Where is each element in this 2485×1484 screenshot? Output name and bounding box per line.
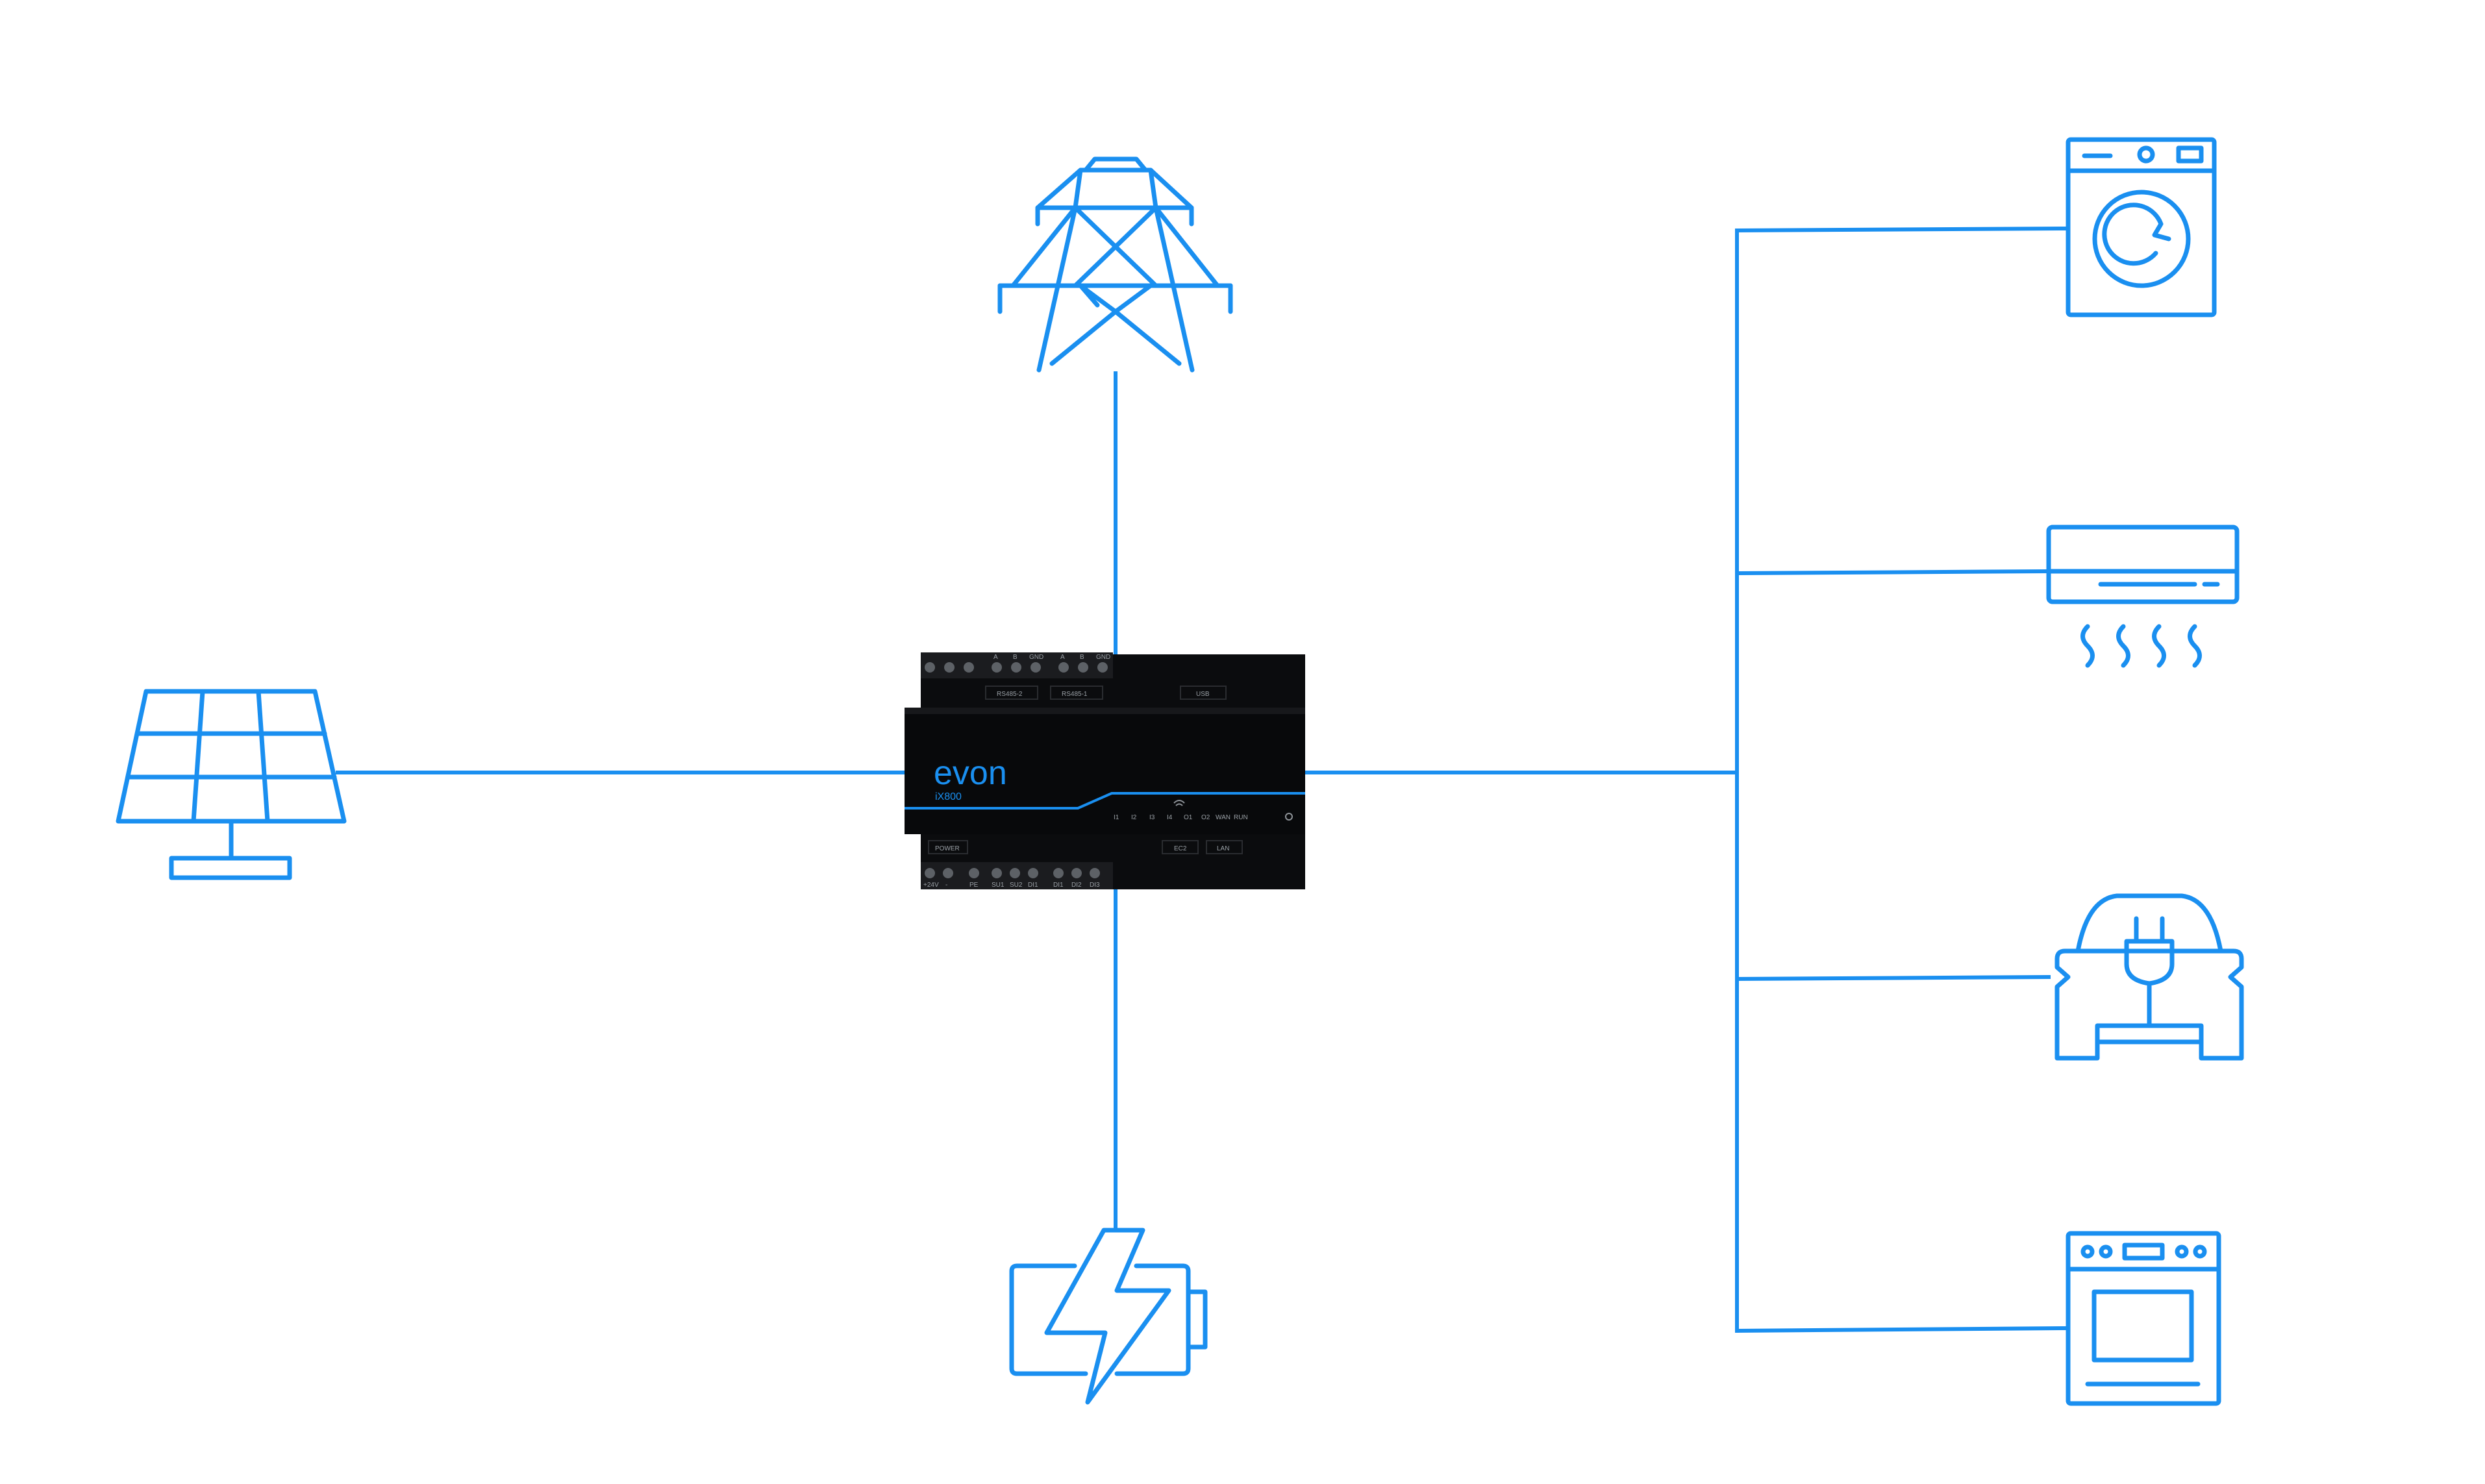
solar-panel-icon	[116, 689, 347, 880]
connection-lines	[336, 226, 2067, 1333]
port-label-power: POWER	[935, 845, 960, 852]
terminal-label-a2: A	[1060, 654, 1065, 661]
terminal-label-di2: DI2	[1071, 882, 1082, 889]
terminal-label-di1a: DI1	[1028, 882, 1038, 889]
led-label-run: RUN	[1234, 814, 1248, 821]
led-label-i2: I2	[1131, 814, 1137, 821]
terminal-label-a1: A	[993, 654, 998, 661]
led-label-wan: WAN	[1216, 814, 1230, 821]
terminal-label-24v: +24V	[923, 882, 939, 889]
led-label-i1: I1	[1114, 814, 1119, 821]
terminal-label-su1: SU1	[992, 882, 1005, 889]
led-label-o2: O2	[1201, 814, 1210, 821]
washing-machine-icon	[2066, 137, 2217, 317]
port-label-ec2: EC2	[1174, 845, 1187, 852]
power-pylon-icon	[997, 156, 1233, 373]
led-label-i4: I4	[1167, 814, 1173, 821]
front-panel-accent-line	[905, 792, 1305, 810]
port-label-lan: LAN	[1217, 845, 1229, 852]
terminal-label-gnd1: GND	[1029, 654, 1043, 661]
model-label: iX800	[935, 791, 962, 802]
electric-car-charging-icon	[2054, 893, 2244, 1061]
port-label-rs485-1: RS485-1	[1062, 691, 1088, 698]
oven-icon	[2066, 1231, 2221, 1406]
port-label-usb: USB	[1196, 691, 1210, 698]
evon-ix800-controller: A B GND A B GND RS485-2 RS485-1 USB evon…	[905, 652, 1305, 889]
brand-logo: evon	[934, 754, 1007, 792]
status-led-labels: I1 I2 I3 I4 O1 O2 WAN RUN	[1114, 814, 1248, 821]
led-label-i3: I3	[1149, 814, 1155, 821]
air-conditioner-icon	[2046, 525, 2240, 668]
terminal-label-su2: SU2	[1010, 882, 1023, 889]
terminal-label-b1: B	[1013, 654, 1018, 661]
terminal-label-di3: DI3	[1090, 882, 1100, 889]
terminal-label-gnd2: GND	[1096, 654, 1110, 661]
controller-front-panel	[905, 708, 1305, 834]
bottom-terminal-screws	[925, 868, 1100, 878]
led-label-o1: O1	[1184, 814, 1193, 821]
top-terminal-screws	[925, 662, 1108, 673]
power-symbol-icon	[1285, 813, 1293, 821]
terminal-label-pe: PE	[969, 882, 979, 889]
terminal-label-minus: -	[945, 882, 947, 889]
terminal-label-di1b: DI1	[1053, 882, 1064, 889]
battery-charging-icon	[1009, 1228, 1208, 1405]
wire-bus-to-electric-car	[1734, 974, 2051, 982]
port-label-rs485-2: RS485-2	[997, 691, 1023, 698]
wifi-icon	[1173, 800, 1185, 806]
terminal-label-b2: B	[1080, 654, 1084, 661]
wire-bus-to-oven	[1734, 1326, 2067, 1333]
wire-bus-to-air-conditioner	[1734, 569, 2051, 576]
wire-bus-to-washing-machine	[1734, 226, 2067, 233]
